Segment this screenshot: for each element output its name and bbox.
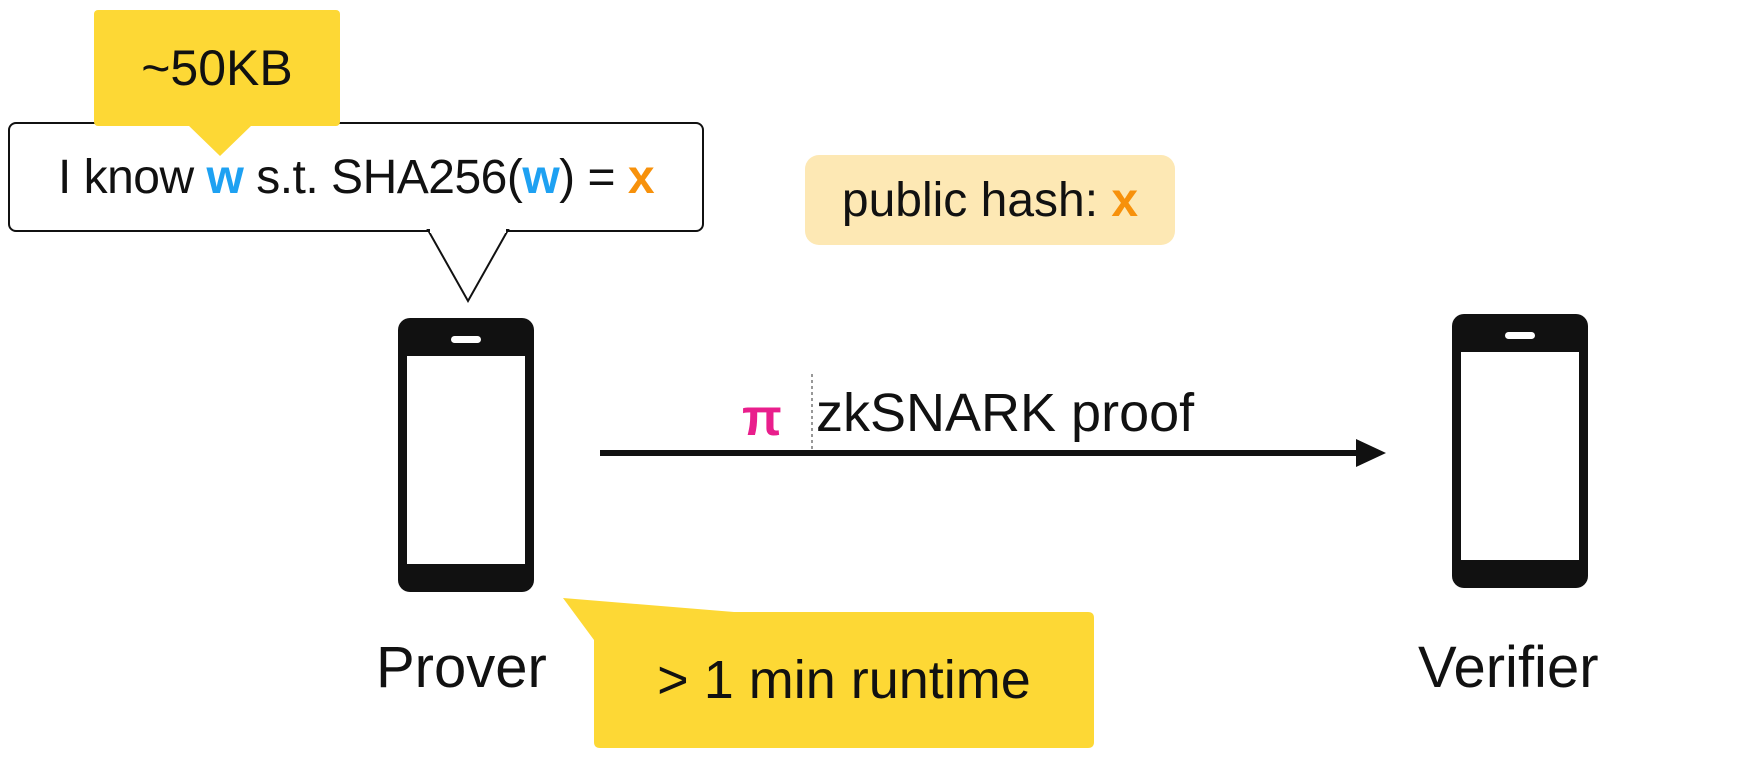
proof-symbol: π <box>742 389 782 447</box>
proof-label: zkSNARK proof <box>816 383 1195 443</box>
claim-suffix: ) = <box>559 150 616 204</box>
claim-bubble <box>8 122 704 232</box>
witness-symbol: w <box>206 150 244 204</box>
public-hash: public hash: x <box>805 155 1175 245</box>
proof-size-text: ~50KB <box>141 40 293 96</box>
proof-size-callout <box>94 10 340 126</box>
claim-statement: I know w s.t. SHA256(w) = x <box>8 122 704 232</box>
runtime-text: > 1 min runtime <box>657 650 1031 710</box>
public-hash-box <box>805 155 1175 245</box>
verifier-label: Verifier <box>1418 635 1599 700</box>
smartphone-icon <box>1452 314 1588 588</box>
smartphone-icon <box>398 318 534 592</box>
claim-prefix: I know <box>57 150 194 204</box>
witness-symbol-2: w <box>522 150 560 204</box>
prover-label: Prover <box>376 635 547 700</box>
public-hash-value: x <box>1111 173 1139 227</box>
claim-middle: s.t. SHA256( <box>256 150 523 204</box>
statement-symbol: x <box>627 150 655 204</box>
public-hash-label: public hash: <box>841 173 1099 227</box>
